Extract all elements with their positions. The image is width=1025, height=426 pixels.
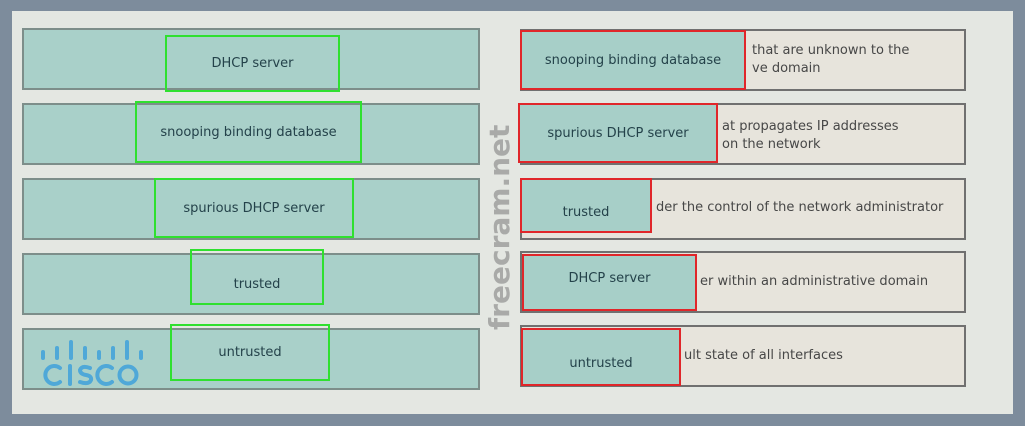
- drag-item-trusted[interactable]: trusted: [190, 249, 324, 305]
- target-description-5: ult state of all interfaces: [684, 348, 843, 363]
- drag-item-dhcp-server[interactable]: DHCP server: [165, 35, 340, 92]
- source-slot-2: [22, 103, 480, 165]
- target-description-3: der the control of the network administr…: [656, 200, 944, 215]
- drag-item-spurious-dhcp-server[interactable]: spurious DHCP server: [154, 178, 354, 238]
- source-slot-1: [22, 28, 480, 90]
- drag-item-snooping-binding-database[interactable]: snooping binding database: [135, 101, 362, 163]
- placed-answer-4[interactable]: DHCP server: [522, 254, 697, 311]
- placed-answer-1[interactable]: snooping binding database: [520, 30, 746, 90]
- placed-answer-3[interactable]: trusted: [520, 178, 652, 233]
- drag-item-untrusted[interactable]: untrusted: [170, 324, 330, 381]
- placed-answer-5[interactable]: untrusted: [521, 328, 681, 386]
- target-description-4: er within an administrative domain: [700, 274, 929, 289]
- placed-answer-2[interactable]: spurious DHCP server: [518, 103, 718, 163]
